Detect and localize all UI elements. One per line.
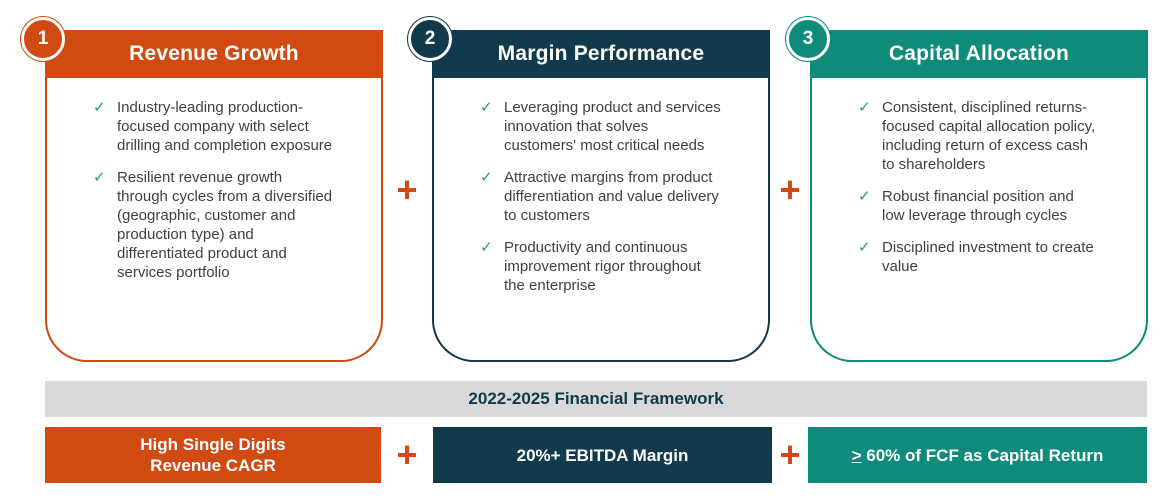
check-icon: ✓ — [93, 99, 106, 116]
check-icon: ✓ — [858, 239, 871, 256]
card-body: ✓ Industry-leading production-focused co… — [45, 78, 383, 362]
check-icon: ✓ — [93, 169, 106, 186]
pillar-card-revenue-growth: 1 Revenue Growth ✓ Industry-leading prod… — [21, 17, 383, 362]
check-icon: ✓ — [480, 99, 493, 116]
check-icon: ✓ — [858, 188, 871, 205]
bullet-text: Industry-leading production-focused comp… — [117, 99, 333, 154]
plus-icon: + — [396, 169, 418, 210]
check-icon: ✓ — [480, 239, 493, 256]
bullet-item: ✓ Productivity and continuous improvemen… — [480, 238, 750, 295]
step-number-badge: 1 — [21, 17, 65, 61]
framework-title-bar: 2022-2025 Financial Framework — [45, 381, 1147, 417]
target-box-revenue-cagr: High Single Digits Revenue CAGR — [45, 427, 381, 483]
target-label: > 60% of FCF as Capital Return — [808, 445, 1147, 466]
bullet-item: ✓ Attractive margins from product differ… — [480, 168, 750, 225]
check-icon: ✓ — [858, 99, 871, 116]
bullet-item: ✓ Resilient revenue growth through cycle… — [93, 168, 363, 282]
target-label-text: 60% of FCF as Capital Return — [861, 445, 1104, 465]
card-body: ✓ Leveraging product and services innova… — [432, 78, 770, 362]
target-line-2: Revenue CAGR — [150, 456, 276, 475]
target-box-ebitda-margin: 20%+ EBITDA Margin — [433, 427, 772, 483]
bullet-text: Consistent, disciplined returns-focused … — [882, 99, 1096, 173]
bullet-text: Disciplined investment to create value — [882, 239, 1094, 275]
target-label: 20%+ EBITDA Margin — [516, 445, 689, 465]
card-body: ✓ Consistent, disciplined returns-focuse… — [810, 78, 1148, 362]
bullet-text: Productivity and continuous improvement … — [504, 239, 701, 294]
bullet-text: Resilient revenue growth through cycles … — [117, 169, 333, 281]
framework-title: 2022-2025 Financial Framework — [468, 389, 724, 408]
target-box-capital-return: > 60% of FCF as Capital Return — [808, 427, 1147, 483]
bullet-text: Attractive margins from product differen… — [504, 169, 719, 224]
pillar-card-capital-allocation: 3 Capital Allocation ✓ Consistent, disci… — [786, 17, 1148, 362]
plus-icon: + — [779, 434, 801, 475]
bullet-item: ✓ Disciplined investment to create value — [858, 238, 1128, 276]
target-line-1: High Single Digits — [140, 435, 286, 454]
bullet-item: ✓ Robust financial position and low leve… — [858, 187, 1128, 225]
bullet-item: ✓ Leveraging product and services innova… — [480, 98, 750, 155]
card-title: Capital Allocation — [810, 30, 1148, 78]
bullet-text: Leveraging product and services innovati… — [504, 99, 721, 154]
bullet-item: ✓ Consistent, disciplined returns-focuse… — [858, 98, 1128, 174]
bullet-item: ✓ Industry-leading production-focused co… — [93, 98, 363, 155]
card-title: Revenue Growth — [45, 30, 383, 78]
check-icon: ✓ — [480, 169, 493, 186]
bullet-text: Robust financial position and low levera… — [882, 188, 1074, 224]
plus-icon: + — [779, 169, 801, 210]
pillar-card-margin-performance: 2 Margin Performance ✓ Leveraging produc… — [408, 17, 770, 362]
plus-icon: + — [396, 434, 418, 475]
gte-symbol: > — [851, 445, 862, 465]
step-number-badge: 2 — [408, 17, 452, 61]
card-title: Margin Performance — [432, 30, 770, 78]
step-number-badge: 3 — [786, 17, 830, 61]
